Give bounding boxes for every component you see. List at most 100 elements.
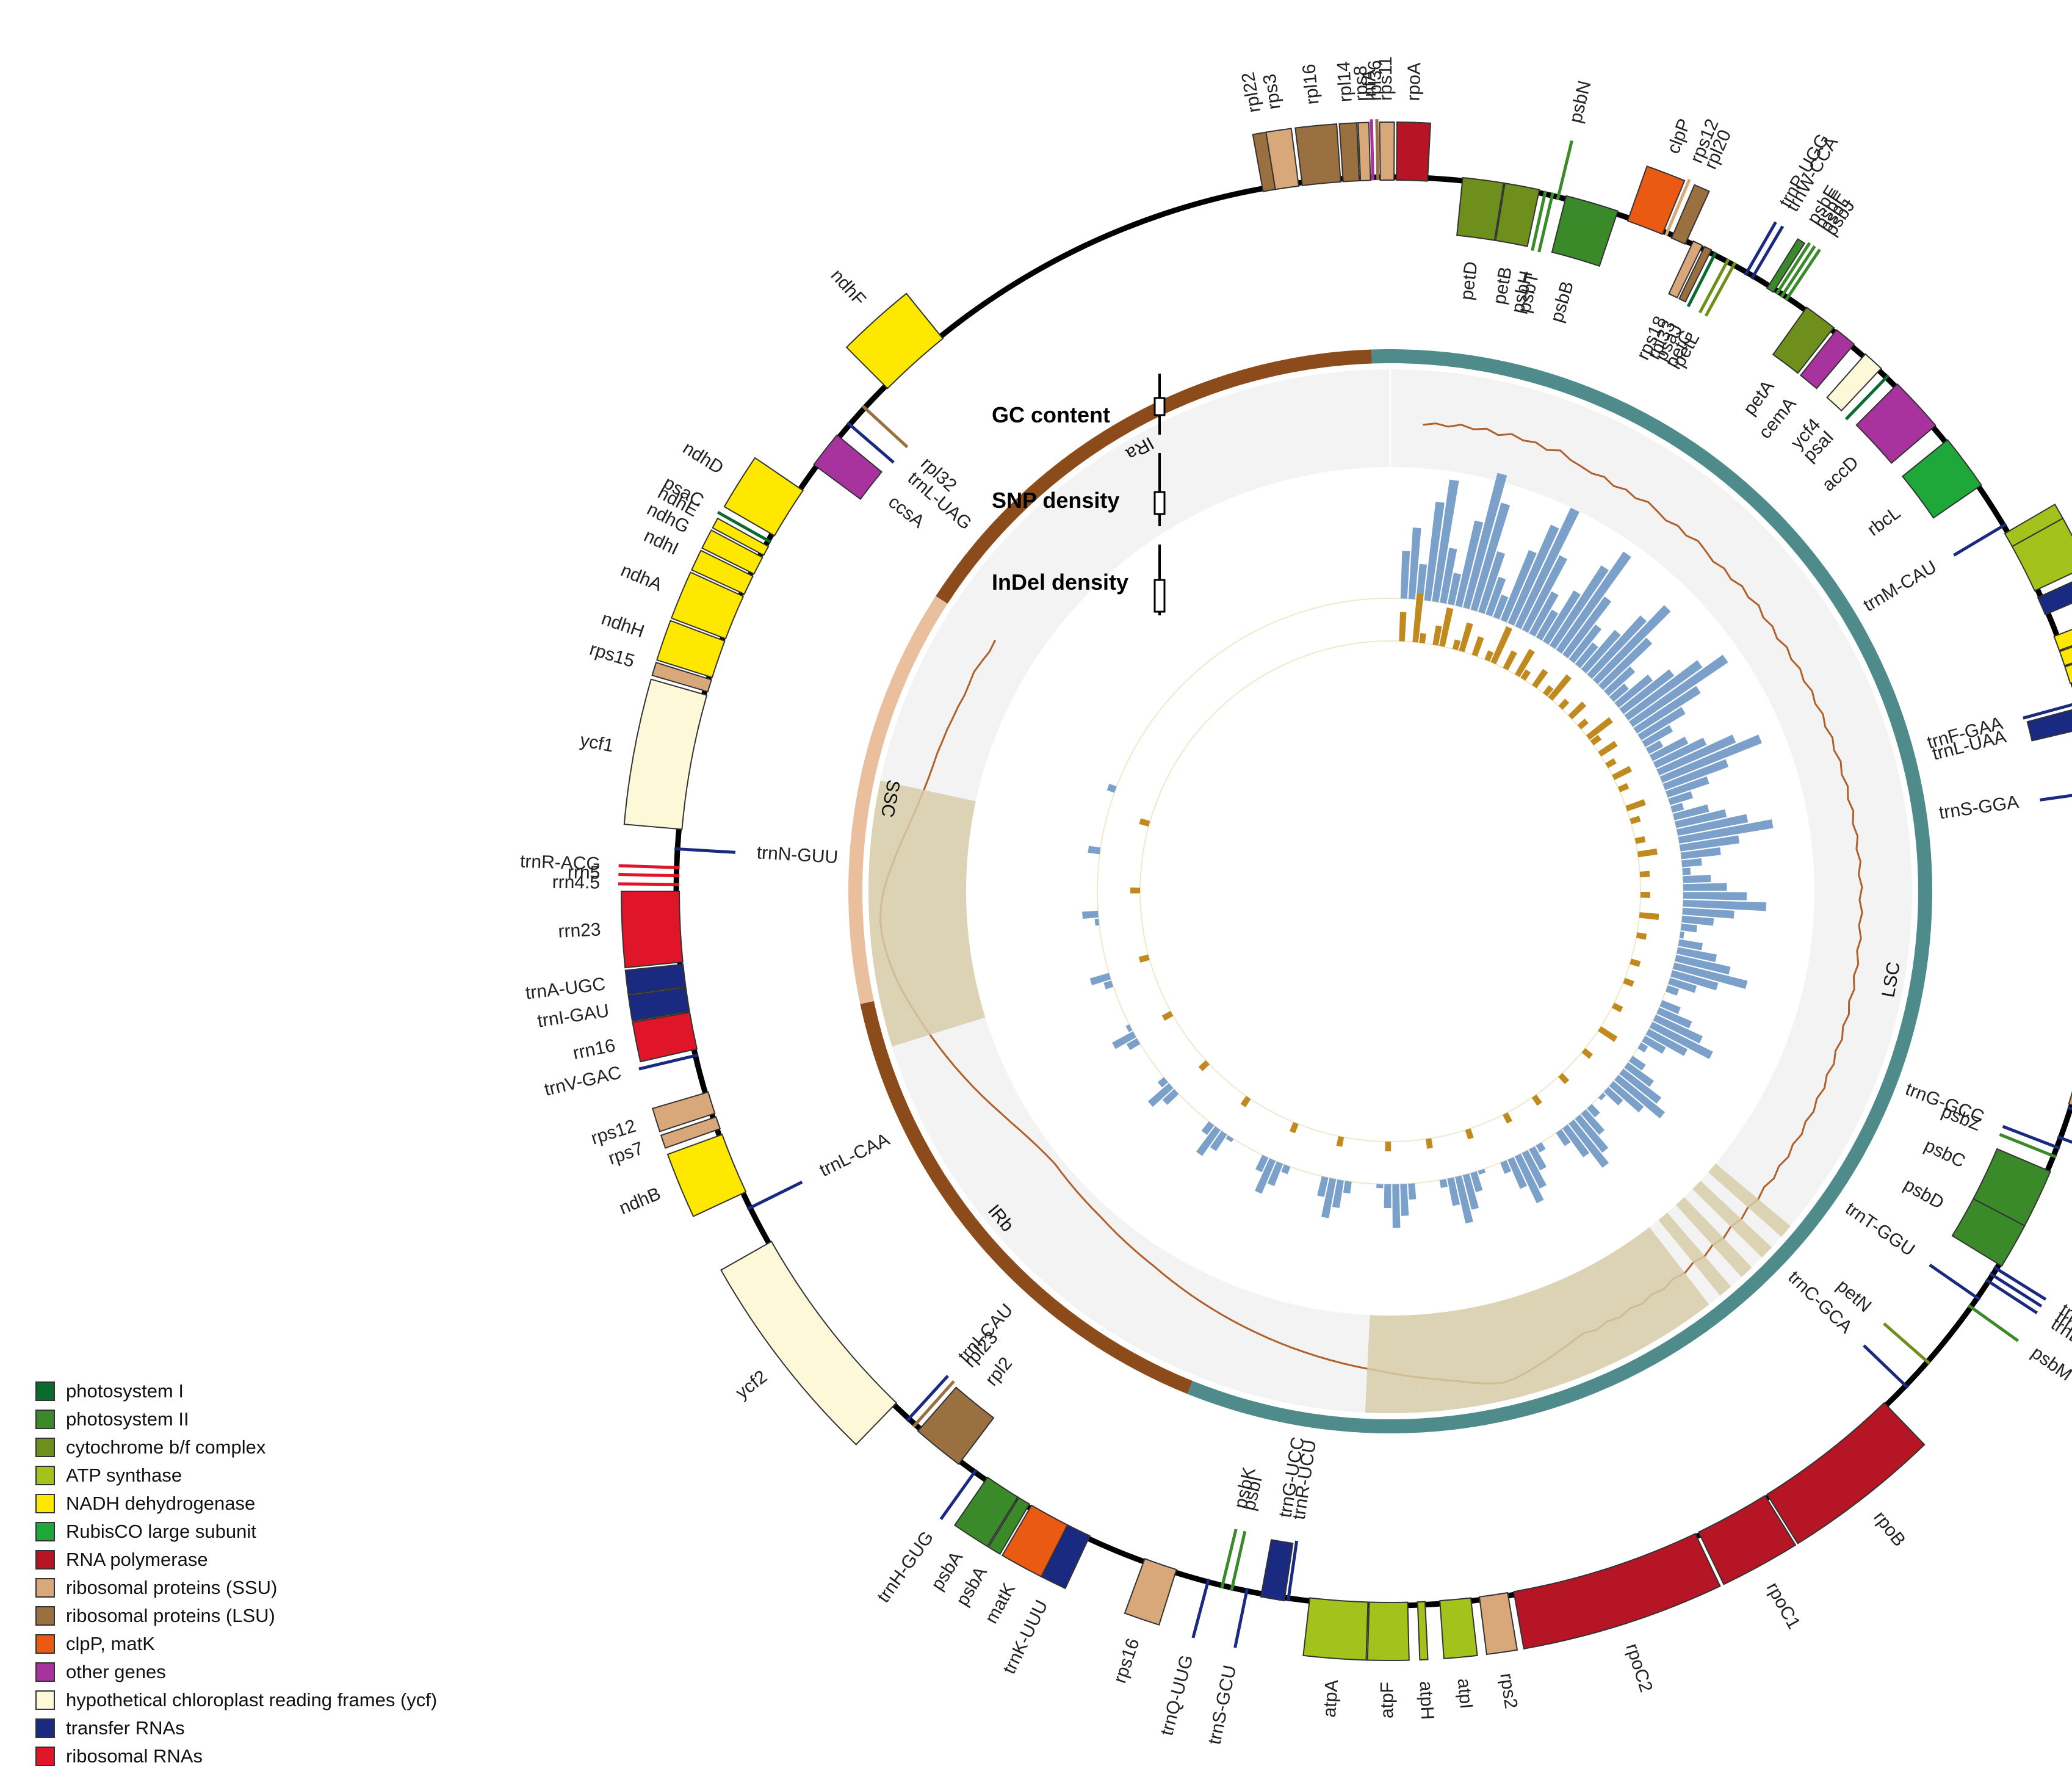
snp-bar [1678,819,1774,844]
gene-rbcl [1901,439,1982,519]
gene-rpl16 [1294,123,1341,187]
gc-band [1571,1270,1626,1364]
gene-rpl23 [912,1380,955,1428]
snp-bar [1637,707,1686,740]
indel-bar [1459,622,1473,653]
gene-psbi [1230,1530,1247,1591]
indel-bar [1548,674,1572,701]
indel-bar [1465,1128,1474,1140]
gene-label: atpI [1454,1678,1476,1710]
snp-bar [1614,675,1653,708]
gene-rps12 [652,1091,716,1132]
gc-band [1561,1275,1613,1370]
gene-label: trnL-CAA [817,1129,893,1181]
gene-label: trnV-GAC [543,1062,624,1100]
gc-band [869,916,968,936]
gc-content-track [868,369,1912,1413]
snp-bar [1392,1184,1401,1228]
snp-bar [1447,573,1461,606]
snp-bar [1106,783,1117,793]
indel-bar [1484,650,1494,662]
gene-rrn4-5 [618,882,680,886]
snp-bar [1522,555,1567,633]
legend-item-rpo: RNA polymerase [35,1546,585,1574]
gc-band [1621,1240,1686,1330]
indel-bar [1598,1026,1618,1042]
snp-bar [1624,660,1703,721]
gene-petl [1704,261,1737,317]
gene-psbt [1537,192,1554,253]
gene-petb [1495,182,1540,247]
gc-band [1473,1305,1506,1403]
gc-band [1484,1302,1520,1400]
gene-label: rpl16 [1299,63,1323,106]
legend-swatch [35,1550,55,1570]
indel-bar [1640,892,1650,898]
gene-label: ycf1 [579,730,615,756]
gene-label: matK [981,1580,1020,1627]
indel-bar [1577,719,1589,730]
snp-bar [1681,858,1702,867]
legend-label: ribosomal proteins (LSU) [66,1605,275,1626]
gene-psbn [1556,140,1573,201]
gene-trnp-ugg [1744,221,1777,276]
snp-bar [1255,1154,1269,1173]
legend-label: ribosomal proteins (SSU) [66,1577,278,1598]
gene-trnt-ggu [1929,1263,1981,1301]
snp-bar [1562,596,1612,659]
legend-item-ndh: NADH dehydrogenase [35,1490,585,1518]
gene-label: ndhB [616,1184,663,1218]
gene-trnh-gug [939,1468,978,1521]
snp-bar [1562,1124,1590,1157]
snp-bar [1440,548,1457,604]
gc-key-box [1153,397,1166,416]
snp-bar [1267,1161,1283,1186]
gene-ndhc [2053,629,2072,651]
gene-psbz [1999,1133,2057,1159]
gene-trnv-uac [2037,581,2072,615]
indel-bar [1634,836,1646,844]
snp-bar [1094,918,1100,926]
snp-bar [1677,814,1749,836]
gene-atpb [2011,517,2072,592]
gc-band [1393,1315,1408,1413]
gene-atpf [1366,1601,1410,1661]
snp-bar [1400,551,1410,599]
legend-label: hypothetical chloroplast reading frames … [66,1689,438,1711]
gene-rpl20 [1670,184,1710,245]
gene-atpi [1439,1597,1478,1659]
gene-petn [1883,1322,1931,1365]
legend-swatch [35,1606,55,1626]
indel-density-track [1130,593,1659,1152]
snp-bar [1226,1135,1234,1143]
indel-bar [1240,1096,1251,1107]
snp-bar [1455,1175,1473,1224]
gc-band [888,1006,986,1047]
indel-bar [1636,932,1647,940]
gc-band [1438,1311,1464,1410]
gene-label: trnI-GAU [536,1001,610,1032]
gene-ndha [670,571,745,640]
gene-trnq-uug [1191,1578,1210,1638]
snp-key-box [1153,491,1166,515]
indel-bar [1198,1060,1210,1071]
gene-label: rps3 [1260,73,1285,111]
indel-bar [1503,650,1517,671]
gene-label: ycf2 [732,1367,771,1403]
snp-bar [1281,1164,1291,1175]
indel-bar [1419,632,1426,643]
gc-band [870,836,969,858]
legend-label: photosystem I [66,1380,184,1402]
legend-item-oth: other genes [35,1658,585,1686]
indel-bar [1503,1112,1512,1124]
legend-label: other genes [66,1661,166,1682]
snp-bar [1196,1126,1221,1156]
gene-ndhf [845,292,944,389]
gene-psbh [1531,190,1547,252]
snp-bar [1400,1184,1409,1216]
gc-band [868,864,967,882]
snp-bar [1642,1035,1666,1054]
snp-bar [1650,736,1689,761]
gene-atph [1417,1601,1429,1661]
